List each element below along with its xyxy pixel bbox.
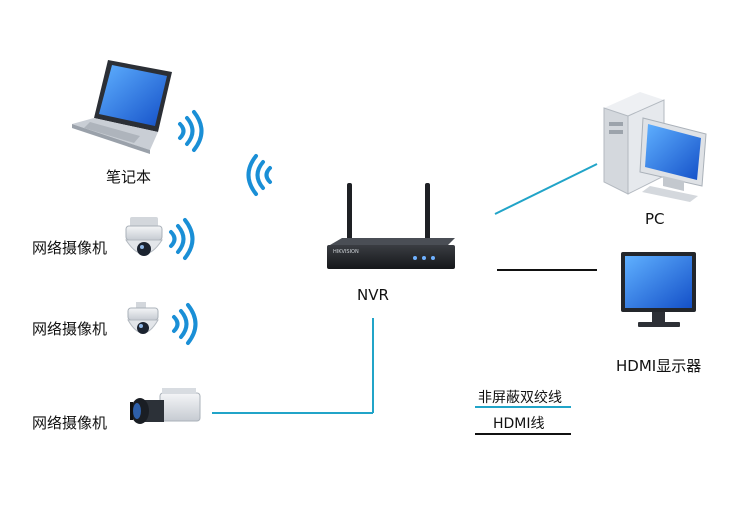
legend-utp-label: 非屏蔽双绞线 — [478, 390, 562, 406]
nvr-label: NVR — [357, 286, 389, 304]
laptop-label: 笔记本 — [106, 168, 152, 186]
wifi-icon — [246, 154, 272, 196]
box-camera-icon — [130, 388, 201, 424]
nvr-icon: HIKVISION — [327, 183, 455, 269]
laptop-icon — [72, 60, 172, 154]
camera-1-label: 网络摄像机 — [32, 239, 108, 257]
legend-hdmi-label: HDMI线 — [493, 416, 545, 432]
monitor-label: HDMI显示器 — [616, 357, 702, 375]
dome-camera-icon — [125, 217, 163, 256]
nvr-brand-logo: HIKVISION — [333, 249, 359, 255]
camera-2-label: 网络摄像机 — [32, 320, 108, 338]
monitor-icon — [621, 252, 696, 327]
wifi-icon — [178, 110, 204, 152]
ptz-camera-icon — [127, 302, 159, 334]
wifi-icon — [172, 303, 198, 345]
camera-3-label: 网络摄像机 — [32, 414, 108, 432]
wifi-icon — [169, 218, 195, 260]
monitor-icon — [639, 117, 707, 202]
nvr-pc-utp-line — [494, 163, 598, 215]
pc-label: PC — [645, 210, 665, 228]
